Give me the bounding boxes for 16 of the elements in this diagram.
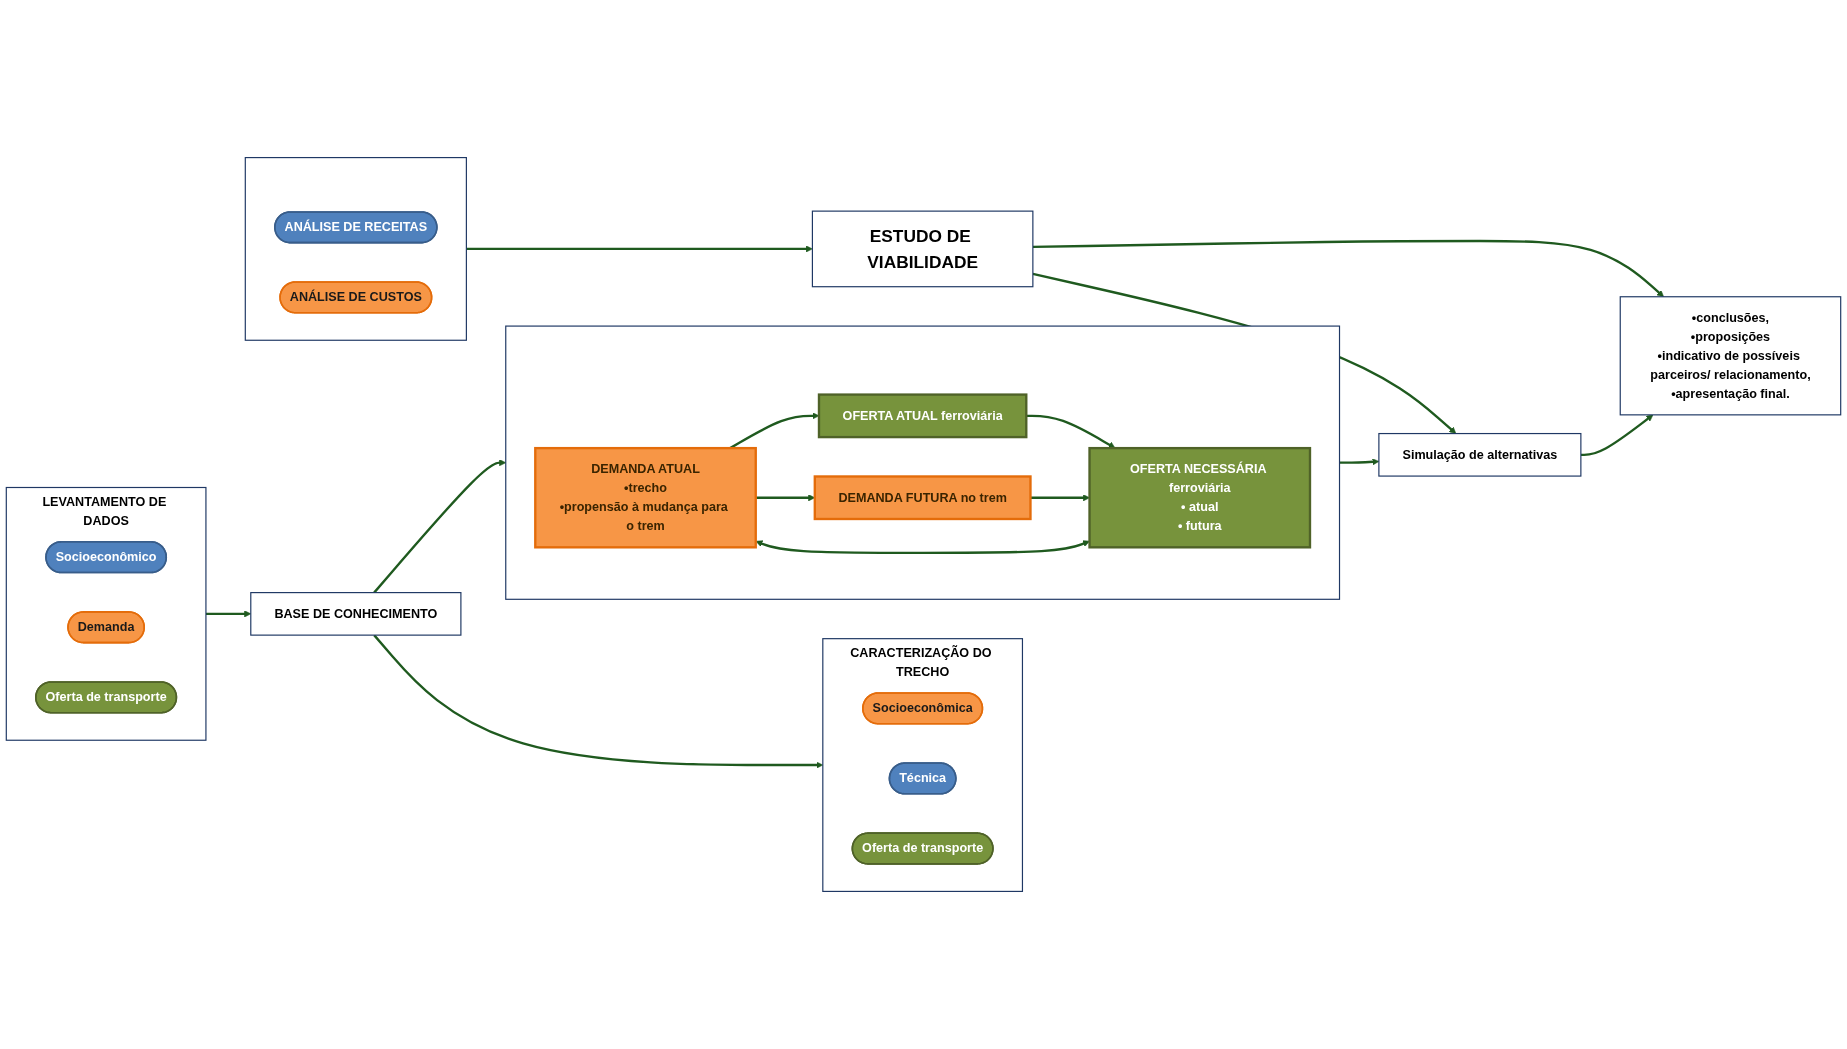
- cluster: [505, 325, 1341, 600]
- arrow: [755, 540, 1090, 555]
- node-box: •conclusões, •proposições •indicativo de possíveis parceiros/ relacionamento, •apresentação final.: [1619, 296, 1842, 416]
- node-box: DEMANDA ATUAL •trecho •propensão à mudança para o trem: [534, 446, 757, 549]
- node-box: DEMANDA FUTURA no trem: [813, 475, 1032, 521]
- node-box: ESTUDO DE VIABILIDADE: [811, 210, 1034, 288]
- node-box: BASE DE CONHECIMENTO: [250, 592, 462, 636]
- node-box: Simulação de alternativas: [1378, 432, 1582, 477]
- arrow: [1026, 414, 1116, 449]
- node-box: OFERTA NECESSÁRIA ferroviária • atual • futura: [1088, 446, 1312, 549]
- arrow: [1580, 414, 1654, 456]
- arrow: [1032, 239, 1664, 298]
- node-box: OFERTA ATUAL ferroviária: [817, 393, 1028, 439]
- cluster: [244, 157, 467, 341]
- arrow: [1030, 494, 1090, 502]
- arrow: [466, 245, 813, 253]
